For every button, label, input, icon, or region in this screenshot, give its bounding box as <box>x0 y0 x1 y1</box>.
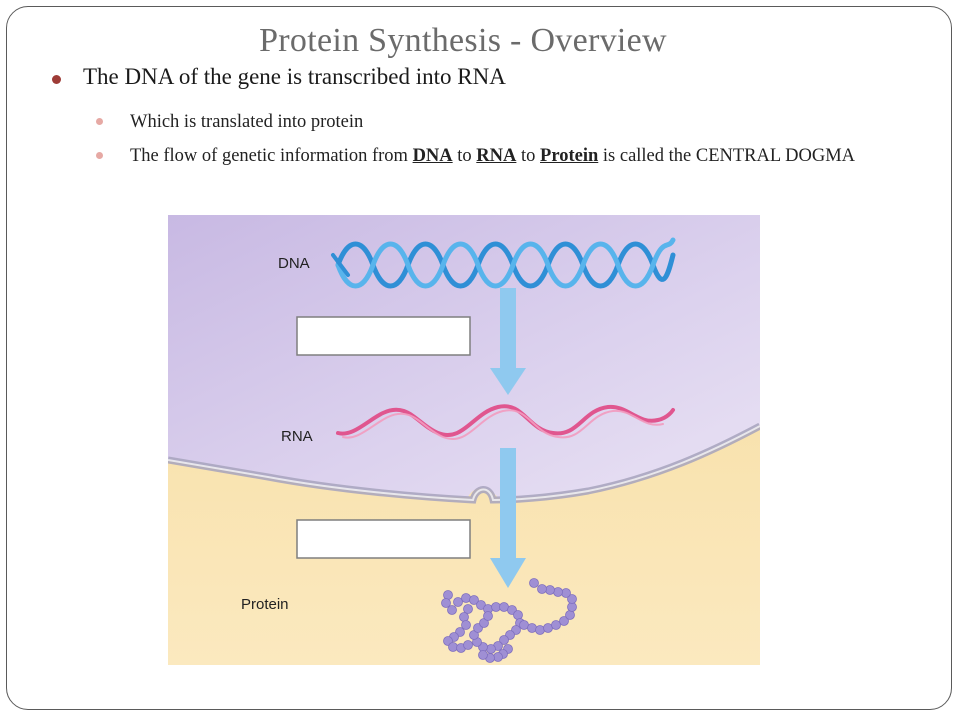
sub-bullet-2-prefix: The flow of genetic information from <box>130 146 413 166</box>
down-arrow-icon <box>490 448 526 588</box>
nuclear-envelope-highlight <box>168 425 760 502</box>
blank-answer-box-2[interactable] <box>296 519 471 559</box>
sub-bullet-2-suffix: is called the CENTRAL DOGMA <box>598 146 855 166</box>
down-arrow-icon <box>490 288 526 395</box>
bullet-main-text: The DNA of the gene is transcribed into … <box>83 64 506 89</box>
sub-bullet-1-text: Which is translated into protein <box>130 112 364 132</box>
label-protein: Protein <box>241 596 289 613</box>
label-dna: DNA <box>278 255 310 272</box>
sub-bullet-2-to-1: to <box>452 146 477 166</box>
slide-title: Protein Synthesis - Overview <box>259 22 667 59</box>
rna-strand-highlight <box>342 409 664 440</box>
sub-bullet-2-to-2: to <box>516 146 541 166</box>
term-protein: Protein <box>540 146 599 166</box>
nucleus-region <box>168 215 760 498</box>
bullet-dot <box>96 152 103 159</box>
label-rna: RNA <box>281 428 313 445</box>
protein-chain-icon <box>441 578 577 663</box>
central-dogma-diagram: DNA RNA Protein <box>168 215 760 665</box>
sub-bullet-2-text: The flow of genetic information from DNA… <box>130 143 910 170</box>
slide-frame <box>6 6 952 710</box>
term-dna: DNA <box>412 146 453 166</box>
blank-answer-box-1[interactable] <box>296 316 471 356</box>
bullet-dot <box>96 118 103 125</box>
bullet-dot <box>52 75 61 84</box>
dna-helix-icon <box>331 237 676 289</box>
term-rna: RNA <box>476 146 517 166</box>
